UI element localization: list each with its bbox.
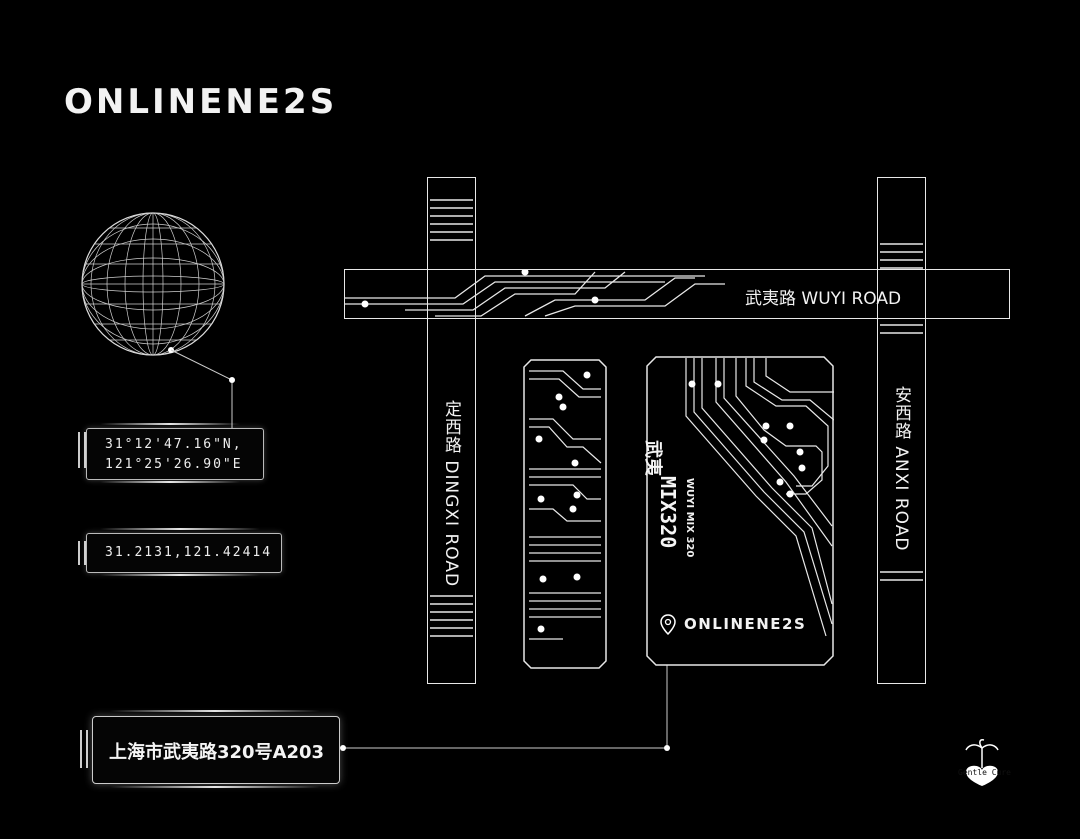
venue-building [646, 356, 834, 666]
road-label-anxi: 安西路 ANXI ROAD [891, 386, 911, 552]
intersection [427, 269, 476, 319]
glow-bottom [100, 481, 240, 483]
location-pin-icon [660, 614, 676, 636]
coord-lon: 121°25'26.90"E [105, 457, 243, 472]
glow-top [110, 710, 320, 712]
coord-decimal-box: 31.2131,121.42414 [86, 533, 282, 573]
circuit-traces [345, 270, 725, 317]
address-text: 上海市武夷路320号A203 [109, 742, 325, 763]
glow-top [100, 528, 260, 530]
road-dingxi [427, 177, 476, 684]
coord-decimal: 31.2131,121.42414 [105, 545, 273, 560]
address-bracket [80, 730, 88, 768]
brand-logo: ONLINENE2S [64, 82, 338, 122]
palm-heart-icon [965, 739, 999, 786]
globe-icon [81, 212, 225, 356]
road-anxi [877, 177, 926, 684]
pin-brand: ONLINENE2S [684, 615, 807, 633]
venue-name-en-big: MIX320 [656, 476, 680, 549]
address-box: 上海市武夷路320号A203 [92, 716, 340, 784]
road-label-wuyi: 武夷路 WUYI ROAD [745, 289, 902, 309]
coord-lat: 31°12'47.16"N, [105, 437, 243, 452]
road-wuyi: 武夷路 WUYI ROAD [344, 269, 1010, 319]
circuit-block-left [523, 359, 607, 669]
road-stripes [430, 199, 473, 637]
glow-bottom [110, 786, 320, 788]
glow-bottom [100, 574, 260, 576]
intersection [877, 269, 926, 319]
watermark-text: Gentle Cure [958, 768, 1011, 777]
coord-bracket [78, 541, 86, 565]
venue-name-cn: 武夷 [642, 440, 663, 476]
venue-name-en-small: WUYI MIX 320 [684, 478, 695, 558]
road-label-dingxi: 定西路 DINGXI ROAD [441, 400, 461, 588]
coord-bracket [78, 432, 86, 468]
glow-top [100, 423, 240, 425]
coord-dms-box: 31°12'47.16"N, 121°25'26.90"E [86, 428, 264, 480]
road-stripes [880, 243, 923, 581]
